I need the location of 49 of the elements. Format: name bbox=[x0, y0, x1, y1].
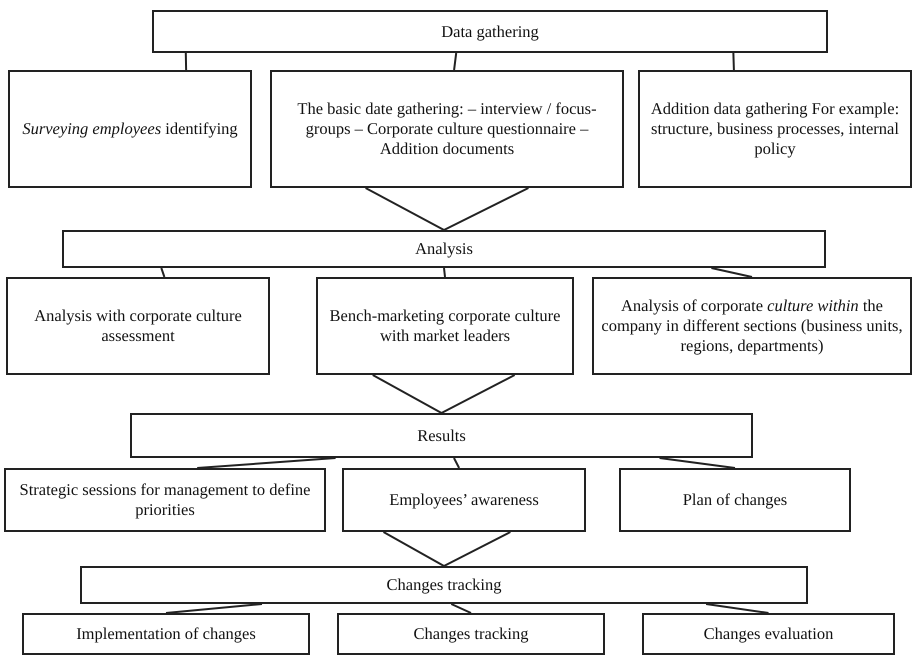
box-text: Implementation of changes bbox=[76, 624, 256, 644]
process-box bbox=[270, 70, 624, 188]
box-text: Strategic sessions for management to define priorities bbox=[18, 480, 312, 520]
process-box bbox=[619, 468, 851, 532]
box-text: Results bbox=[417, 426, 466, 446]
box-text: Plan of changes bbox=[682, 490, 788, 510]
process-box bbox=[592, 277, 912, 375]
connector-line bbox=[659, 457, 736, 469]
connector-line bbox=[383, 531, 444, 567]
connector-line bbox=[441, 374, 516, 414]
box-text: Employees’ awareness bbox=[389, 490, 539, 510]
box-text: The basic date gathering: – interview / focus-groups – Corporate culture questionnaire – Addition documents bbox=[296, 99, 598, 159]
box-text: Surveying employees identifying bbox=[22, 119, 238, 139]
connector-line bbox=[365, 187, 444, 231]
connector-line bbox=[444, 531, 511, 567]
box-text: Changes evaluation bbox=[704, 624, 834, 644]
process-box bbox=[80, 566, 808, 604]
connector-line bbox=[711, 267, 752, 278]
connector-line bbox=[197, 457, 336, 469]
process-box bbox=[4, 468, 326, 532]
connector-line bbox=[372, 374, 442, 414]
process-box bbox=[337, 613, 605, 655]
box-text: Addition data gathering For example: structure, business processes, internal policy bbox=[650, 99, 900, 159]
box-text: Analysis bbox=[415, 239, 473, 259]
connector-line bbox=[453, 52, 458, 70]
box-text: Data gathering bbox=[441, 22, 539, 42]
process-box bbox=[642, 613, 895, 655]
connector-line bbox=[453, 458, 460, 468]
connector-line bbox=[160, 268, 166, 278]
box-text: Bench-marketing corporate culture with market leaders bbox=[328, 306, 562, 346]
connector-line bbox=[444, 187, 529, 231]
process-box bbox=[342, 468, 586, 532]
box-text: Analysis with corporate culture assessment bbox=[33, 306, 243, 346]
process-box bbox=[8, 70, 252, 188]
process-box bbox=[316, 277, 574, 375]
process-box bbox=[638, 70, 912, 188]
box-text: Changes tracking bbox=[413, 624, 528, 644]
connector-line bbox=[450, 603, 472, 614]
connector-line bbox=[732, 52, 735, 70]
box-text: Changes tracking bbox=[386, 575, 502, 595]
box-text: Analysis of corporate culture within the company in different sections (business units, regions, departments) bbox=[600, 296, 904, 356]
process-box bbox=[22, 613, 310, 655]
process-box bbox=[152, 10, 828, 53]
process-box bbox=[62, 230, 826, 268]
connector-line bbox=[184, 52, 188, 70]
connector-line bbox=[166, 603, 262, 614]
process-box bbox=[130, 413, 753, 458]
process-box bbox=[6, 277, 270, 375]
connector-line bbox=[443, 268, 446, 278]
